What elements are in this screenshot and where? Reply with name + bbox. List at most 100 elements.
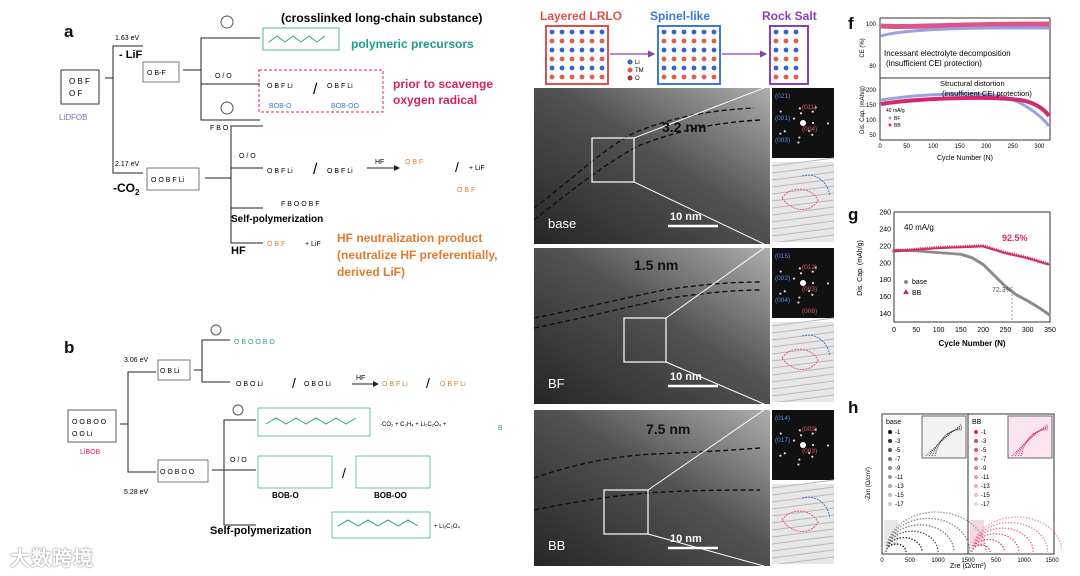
lattice-atom xyxy=(773,74,779,80)
h-legend-base: -5 xyxy=(895,448,901,454)
lattice-atom xyxy=(559,29,565,35)
lattice-atom xyxy=(661,29,667,35)
hf-line-1: HF neutralization product xyxy=(337,231,482,245)
thickness-label: 7.5 nm xyxy=(646,421,690,437)
lidfob-molecule: O B F O F xyxy=(60,69,100,105)
g-ytick: 240 xyxy=(879,226,891,233)
h-title-base: base xyxy=(886,419,901,426)
lattice-atom xyxy=(549,56,555,62)
scale-bar-label: 10 nm xyxy=(670,371,702,383)
lattice-atom xyxy=(569,56,575,62)
lattice-atom xyxy=(599,56,605,62)
lattice-atom xyxy=(661,74,667,80)
scale-bar-label: 10 nm xyxy=(670,533,702,545)
lattice-atom xyxy=(569,38,575,44)
data-point-bb xyxy=(1043,261,1048,265)
h-legend-bb: -15 xyxy=(981,493,990,499)
minus-co2-label: -CO2 xyxy=(113,181,140,197)
lattice-atom xyxy=(691,47,697,53)
sample-name: BF xyxy=(548,376,565,391)
lattice-atom xyxy=(691,29,697,35)
svg-text:/: / xyxy=(426,375,430,391)
lattice-atom xyxy=(783,47,789,53)
lattice-atom xyxy=(711,74,717,80)
lattice-atom xyxy=(691,38,697,44)
svg-text:O B-F: O B-F xyxy=(147,70,166,77)
hf-small-a: HF xyxy=(375,159,384,166)
data-point-bb xyxy=(1001,249,1006,254)
lattice-atom xyxy=(559,47,565,53)
data-point-bb xyxy=(1010,252,1015,256)
svg-text:O B F Li: O B F Li xyxy=(267,168,293,175)
scavenge-line-2: oxygen radical xyxy=(393,93,477,107)
f-leg-bf: BF xyxy=(894,116,900,122)
energy-b1: 3.06 eV xyxy=(124,357,148,364)
svg-text:O B F: O B F xyxy=(405,159,423,166)
lattice-atom xyxy=(579,47,585,53)
g-xtick: 50 xyxy=(912,327,920,334)
lattice-atom xyxy=(549,65,555,71)
g-ytick: 140 xyxy=(879,311,891,318)
polymer-top xyxy=(262,27,340,51)
f-xtick: 50 xyxy=(903,144,910,150)
fft-index: (003) xyxy=(802,426,817,433)
svg-text:/: / xyxy=(455,159,459,175)
phase-p2-title: Spinel-like xyxy=(650,9,711,23)
lattice-atom xyxy=(681,47,687,53)
lattice-atom xyxy=(579,56,585,62)
f-note2-line2: (insufficient CEI protection) xyxy=(942,89,1032,98)
lattice-atom xyxy=(559,74,565,80)
f-xlabel: Cycle Number (N) xyxy=(937,155,993,162)
f-rate: 40 mA/g xyxy=(886,108,905,114)
svg-text:O B O O B O: O B O O B O xyxy=(234,339,275,346)
fft-index: (003) xyxy=(802,448,817,455)
f-xtick: 250 xyxy=(1008,144,1019,150)
lattice-atom xyxy=(793,56,799,62)
data-point-base xyxy=(943,251,947,255)
data-point-base xyxy=(1047,312,1051,316)
data-point-base xyxy=(928,250,932,254)
h-xtick: 1500 xyxy=(961,558,975,564)
f-note1-line1: Incessant electrolyte decomposition xyxy=(884,49,1011,58)
lattice-atom xyxy=(671,56,677,62)
f-ylabel-bottom: Dis. Cap. (mAh/g) xyxy=(860,86,866,134)
fft-index: (004) xyxy=(802,126,817,133)
g-xtick: 0 xyxy=(892,327,896,334)
svg-text:O B Li: O B Li xyxy=(160,368,180,375)
f-ce-tick-2: 80 xyxy=(869,64,876,70)
data-point-bb xyxy=(1003,250,1008,255)
data-point-base xyxy=(957,252,961,256)
fft-index: (021) xyxy=(775,93,790,100)
g-ytick: 220 xyxy=(879,243,891,250)
lattice-atom xyxy=(599,29,605,35)
energy-b2: 5.28 eV xyxy=(124,489,148,496)
g-ytick: 260 xyxy=(879,210,891,217)
lattice-atom xyxy=(681,65,687,71)
lattice-atom xyxy=(783,74,789,80)
fft-inset-base: (021)(011)(001)(004)(003) xyxy=(772,88,834,242)
f-xtick: 200 xyxy=(981,144,992,150)
watermark-text: 大数跨境 xyxy=(10,548,94,570)
data-point-bb xyxy=(1014,253,1019,257)
lattice-atom xyxy=(701,29,707,35)
data-point-base xyxy=(954,252,958,256)
h-legend-base: -7 xyxy=(895,457,901,463)
lattice-atom xyxy=(773,47,779,53)
lattice-atom xyxy=(579,38,585,44)
lattice-atom xyxy=(793,47,799,53)
energy-1: 1.63 eV xyxy=(115,35,139,42)
lattice-atom xyxy=(701,74,707,80)
sample-name: base xyxy=(548,216,576,231)
lattice-atom xyxy=(599,74,605,80)
lattice-atom xyxy=(599,47,605,53)
svg-text:/: / xyxy=(342,465,346,481)
lattice-atom xyxy=(773,38,779,44)
data-point-bb xyxy=(994,247,999,252)
bob-o-a: BOB-O xyxy=(269,103,292,110)
data-point-bb xyxy=(1007,251,1012,256)
svg-text:O O B O O: O O B O O xyxy=(72,419,107,426)
f-xtick: 150 xyxy=(955,144,966,150)
g-ytick: 180 xyxy=(879,277,891,284)
data-point-base xyxy=(948,251,952,255)
